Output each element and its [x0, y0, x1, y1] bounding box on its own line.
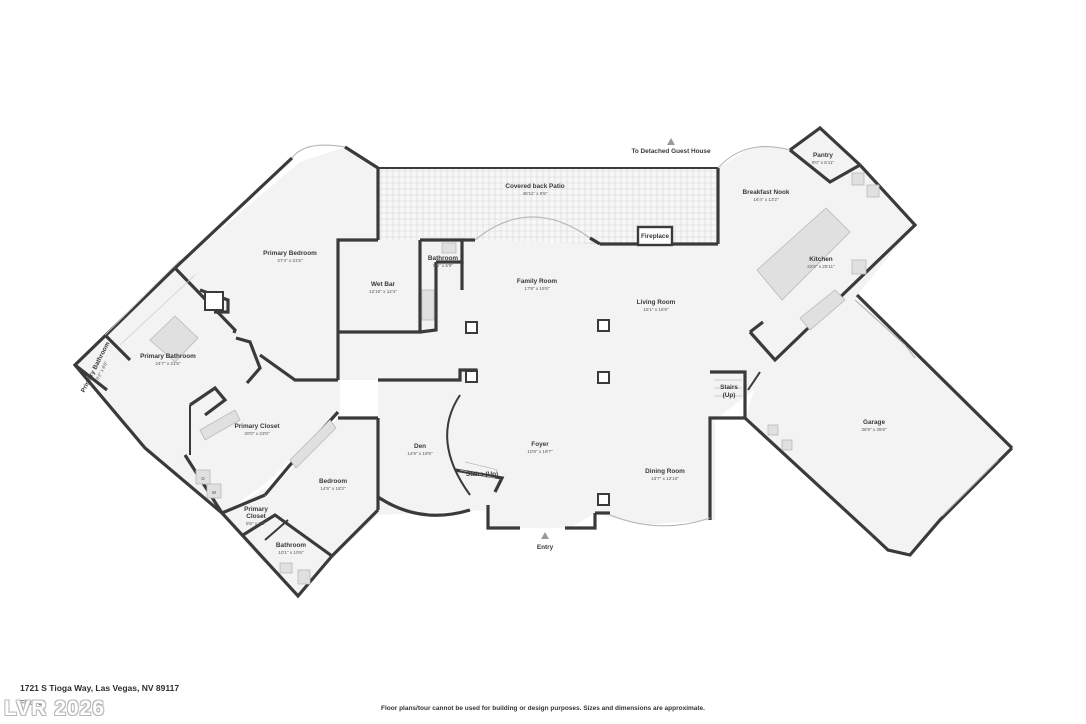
svg-text:Family Room: Family Room — [517, 278, 557, 285]
svg-text:Bathroom: Bathroom — [428, 255, 458, 262]
pillars — [204, 291, 610, 506]
svg-text:36'9" x 35'6": 36'9" x 35'6" — [861, 427, 887, 432]
room-den: Den 14'9" x 18'5" — [407, 443, 433, 456]
svg-text:Primary: Primary — [244, 506, 268, 513]
svg-text:45'11" x 9'5": 45'11" x 9'5" — [523, 191, 548, 196]
svg-text:27'4" x 31'5": 27'4" x 31'5" — [277, 258, 303, 263]
room-patio: Covered back Patio 45'11" x 9'5" — [505, 183, 564, 196]
room-foyer: Foyer 10'8" x 19'7" — [527, 441, 553, 454]
svg-text:Pantry: Pantry — [813, 152, 833, 159]
room-garage: Garage 36'9" x 35'6" — [861, 419, 887, 432]
svg-text:Bathroom: Bathroom — [276, 542, 306, 549]
svg-text:Primary Bathroom: Primary Bathroom — [140, 353, 196, 360]
room-stairs-living: Stairs (Up) — [720, 384, 738, 399]
svg-text:5'6" x 5'9": 5'6" x 5'9" — [433, 263, 453, 268]
svg-text:14'5" x 18'2": 14'5" x 18'2" — [320, 486, 346, 491]
svg-text:16'4" x 13'2": 16'4" x 13'2" — [753, 197, 779, 202]
fireplace-label: Fireplace — [641, 233, 670, 240]
svg-text:17'8" x 15'6": 17'8" x 15'6" — [524, 286, 550, 291]
svg-text:Closet: Closet — [246, 513, 266, 520]
svg-text:22'6" x 25'11": 22'6" x 25'11" — [807, 264, 835, 269]
floor-fills — [75, 128, 1012, 596]
entry-label: Entry — [537, 544, 554, 551]
room-breakfast-nook: Breakfast Nook 16'4" x 13'2" — [743, 189, 790, 202]
svg-text:9'0" x 6'11": 9'0" x 6'11" — [812, 160, 835, 165]
svg-text:Kitchen: Kitchen — [809, 256, 833, 263]
fixtures — [104, 172, 880, 585]
room-primary-bedroom: Primary Bedroom 27'4" x 31'5" — [263, 250, 317, 263]
room-primary-closet-small: Primary Closet 8'6" x 8'8" — [244, 506, 268, 526]
svg-text:Primary Bedroom: Primary Bedroom — [263, 250, 317, 257]
room-dining-room: Dining Room 13'7" x 12'10" — [645, 468, 685, 481]
room-bathroom-lower: Bathroom 10'1" x 10'6" — [276, 542, 306, 555]
room-wet-bar: Wet Bar 12'10" x 12'4" — [369, 281, 397, 294]
entry-arrow-icon — [541, 532, 549, 539]
svg-text:15'1" x 16'9": 15'1" x 16'9" — [643, 307, 669, 312]
svg-text:Stairs (Up): Stairs (Up) — [466, 471, 498, 478]
floor-label: Floor 1 — [20, 700, 42, 707]
svg-text:Wet Bar: Wet Bar — [371, 281, 396, 288]
svg-text:20'0" x 23'0": 20'0" x 23'0" — [244, 431, 270, 436]
svg-text:Dining Room: Dining Room — [645, 468, 685, 475]
room-family-room: Family Room 17'8" x 15'6" — [517, 278, 557, 291]
svg-text:12'10" x 12'4": 12'10" x 12'4" — [369, 289, 397, 294]
washer-dryer: D W — [201, 476, 216, 495]
room-bathroom-small: Bathroom 5'6" x 5'9" — [428, 255, 458, 268]
svg-text:8'6" x 8'8": 8'6" x 8'8" — [246, 521, 266, 526]
room-primary-bathroom: Primary Bathroom 24'7" x 21'5" — [140, 353, 196, 366]
svg-text:Primary Closet: Primary Closet — [234, 423, 280, 430]
svg-text:Stairs: Stairs — [720, 384, 738, 391]
svg-text:Den: Den — [414, 443, 426, 450]
svg-text:D: D — [201, 476, 205, 481]
svg-text:W: W — [212, 490, 217, 495]
svg-text:(Up): (Up) — [723, 392, 736, 399]
svg-text:Foyer: Foyer — [531, 441, 549, 448]
room-bedroom: Bedroom 14'5" x 18'2" — [319, 478, 347, 491]
guest-house-arrow-icon — [667, 138, 675, 145]
guest-house-label: To Detached Guest House — [631, 148, 711, 155]
svg-text:Garage: Garage — [863, 419, 885, 426]
svg-text:14'9" x 18'5": 14'9" x 18'5" — [407, 451, 433, 456]
svg-text:Breakfast Nook: Breakfast Nook — [743, 189, 790, 196]
svg-text:Covered back Patio: Covered back Patio — [505, 183, 564, 190]
room-stairs-foyer: Stairs (Up) — [466, 471, 498, 478]
watermark: LVR 2026 — [4, 697, 105, 720]
svg-text:13'7" x 12'10": 13'7" x 12'10" — [651, 476, 679, 481]
room-kitchen: Kitchen 22'6" x 25'11" — [807, 256, 835, 269]
svg-text:24'7" x 21'5": 24'7" x 21'5" — [155, 361, 181, 366]
svg-text:10'8" x 19'7": 10'8" x 19'7" — [527, 449, 553, 454]
room-primary-closet: Primary Closet 20'0" x 23'0" — [234, 423, 280, 436]
disclaimer: Floor plans/tour cannot be used for buil… — [381, 705, 705, 712]
room-living-room: Living Room 15'1" x 16'9" — [637, 299, 676, 312]
room-pantry: Pantry 9'0" x 6'11" — [812, 152, 835, 165]
svg-text:Bedroom: Bedroom — [319, 478, 347, 485]
svg-text:Living Room: Living Room — [637, 299, 676, 306]
property-address: 1721 S Tioga Way, Las Vegas, NV 89117 — [20, 683, 180, 693]
svg-text:10'1" x 10'6": 10'1" x 10'6" — [278, 550, 304, 555]
